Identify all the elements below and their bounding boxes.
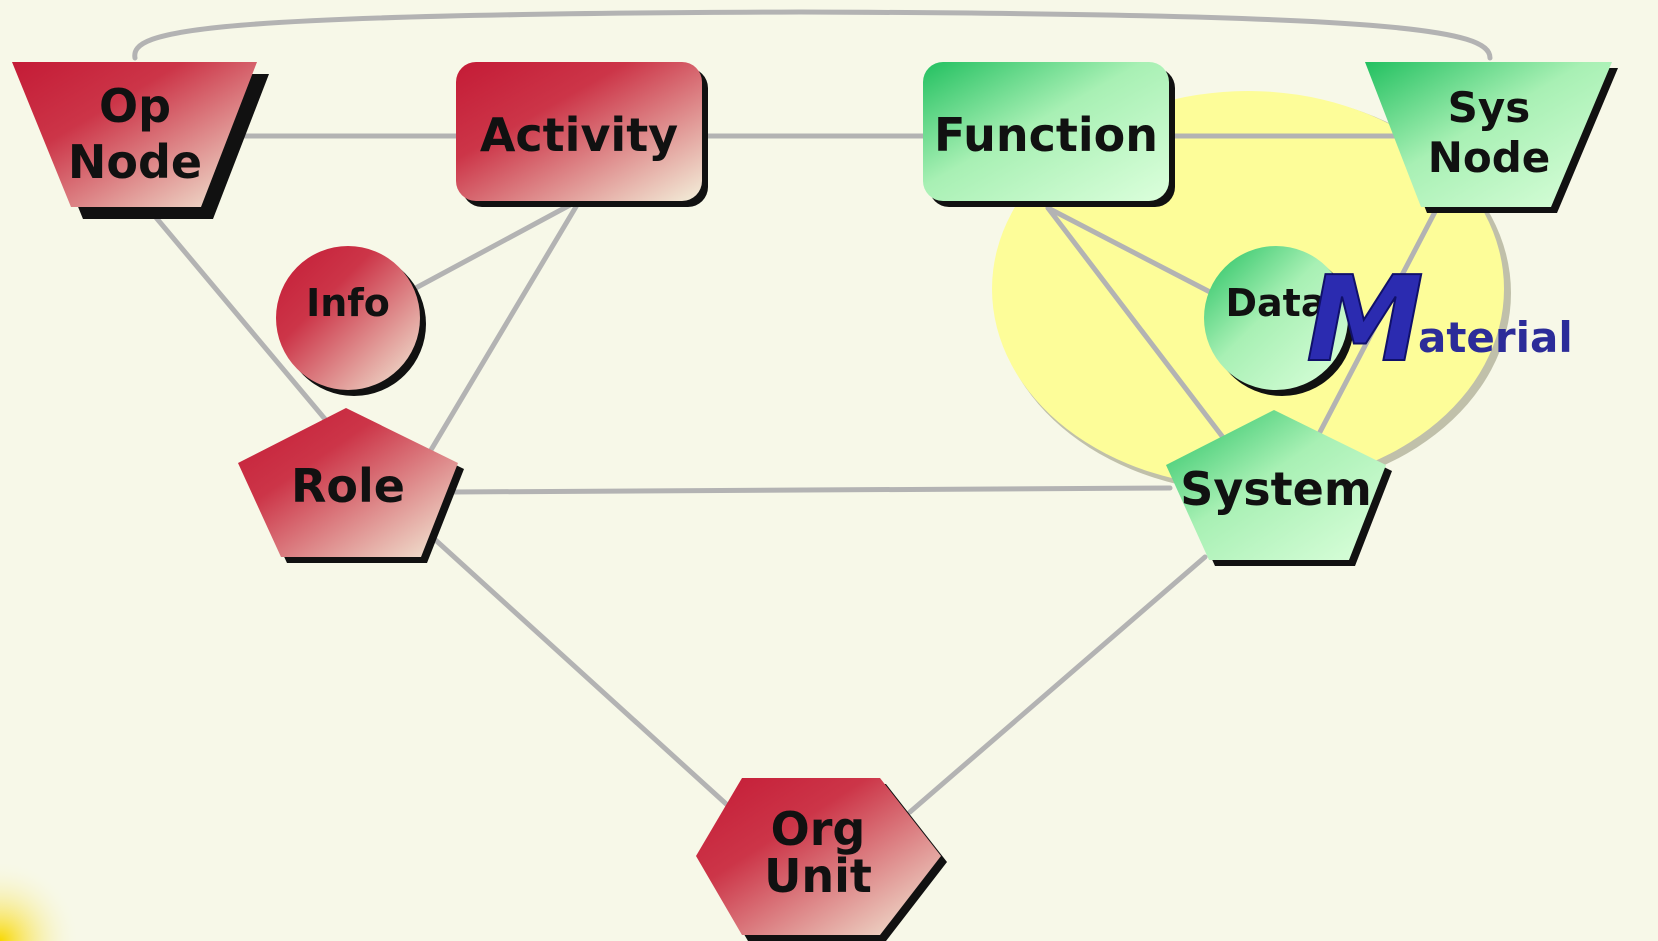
connector-function-data bbox=[1045, 205, 1213, 295]
connector-opnode-sysnode bbox=[132, 9, 1493, 61]
connector-activity-info bbox=[409, 202, 573, 293]
op-node-label-line1: Op bbox=[99, 79, 171, 133]
connector-sysnode-system bbox=[1317, 205, 1440, 435]
connector-function-system bbox=[1045, 205, 1228, 443]
op-node-shape[interactable]: Op Node bbox=[12, 62, 269, 219]
function-shape[interactable]: Function bbox=[923, 62, 1175, 207]
system-label: System bbox=[1180, 462, 1372, 516]
data-shape[interactable]: Data bbox=[1204, 246, 1354, 396]
connector-role-system bbox=[449, 485, 1173, 495]
sys-node-shape[interactable]: Sys Node bbox=[1365, 62, 1618, 213]
info-shape[interactable]: Info bbox=[276, 246, 426, 396]
material-initial: M bbox=[1306, 250, 1423, 388]
org-unit-label-line2: Unit bbox=[764, 849, 872, 903]
info-label: Info bbox=[306, 281, 390, 325]
op-node-label-line2: Node bbox=[68, 135, 202, 189]
function-label: Function bbox=[934, 108, 1158, 162]
org-unit-shape[interactable]: Org Unit bbox=[696, 778, 947, 941]
material-rest: aterial bbox=[1418, 313, 1573, 362]
connector-system-orgunit bbox=[907, 554, 1208, 815]
activity-label: Activity bbox=[480, 108, 678, 162]
connectors bbox=[132, 9, 1493, 815]
material-label: M aterial bbox=[1305, 249, 1573, 389]
sys-node-label-line1: Sys bbox=[1448, 83, 1531, 132]
connector-opnode-role bbox=[145, 205, 333, 428]
role-label: Role bbox=[291, 459, 405, 513]
role-shape[interactable]: Role bbox=[238, 408, 464, 563]
data-label: Data bbox=[1226, 281, 1327, 325]
system-shape[interactable]: System bbox=[1166, 410, 1392, 566]
connector-activity-role bbox=[425, 202, 580, 458]
activity-shape[interactable]: Activity bbox=[456, 62, 708, 207]
sys-node-label-line2: Node bbox=[1428, 133, 1551, 182]
corner-glow bbox=[0, 860, 80, 941]
org-unit-label-line1: Org bbox=[771, 802, 866, 856]
connector-role-orgunit bbox=[427, 532, 738, 815]
